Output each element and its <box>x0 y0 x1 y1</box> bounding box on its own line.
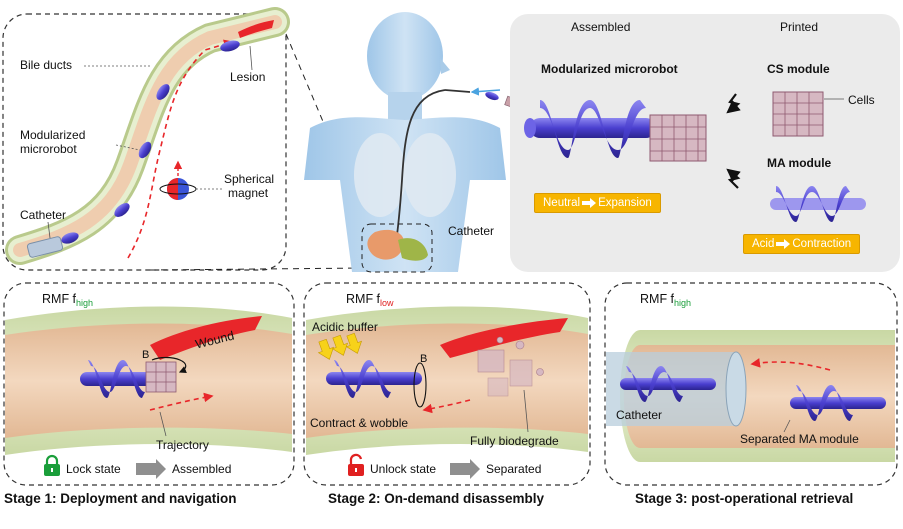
unlock-state-label: Unlock state <box>370 462 437 476</box>
lesion-label: Lesion <box>230 70 266 84</box>
stage2-title: Stage 2: On-demand disassembly <box>328 491 545 506</box>
arrow-right-icon <box>582 197 597 208</box>
human-figure <box>304 12 520 273</box>
neutral-expansion-badge: Neutral Expansion <box>534 193 661 213</box>
spherical-label-1: Spherical <box>224 172 275 186</box>
stage3-title: Stage 3: post-operational retrieval <box>635 491 854 506</box>
stage1-rmf-sub: high <box>76 298 94 308</box>
stage3-rmf-label: RMF fhigh <box>640 292 691 308</box>
stage1-rmf-label: RMF fhigh <box>42 292 93 308</box>
separated-ma-label: Separated MA module <box>740 432 859 446</box>
stage2-rmf-label: RMF flow <box>346 292 394 308</box>
stage1-panel <box>3 282 295 486</box>
stage3-rmf-text: RMF f <box>640 292 675 306</box>
catheter-label-topleft: Catheter <box>20 208 67 222</box>
stage1-title: Stage 1: Deployment and navigation <box>4 491 237 506</box>
stage2-b-label: B <box>420 353 428 365</box>
zoom-line-bottom <box>149 267 369 271</box>
modularized-microrobot-title: Modularized microrobot <box>541 62 678 76</box>
cells-label: Cells <box>848 93 875 107</box>
degrading-module <box>477 336 544 397</box>
lock-icon <box>44 454 60 476</box>
neutral-text: Neutral <box>543 197 581 209</box>
cs-module-drawing <box>772 91 844 137</box>
acid-contraction-badge: Acid Contraction <box>743 234 861 254</box>
acid-arrows <box>317 332 363 360</box>
cs-module-title: CS module <box>767 62 830 76</box>
stage2-robot <box>326 360 427 408</box>
stage2-gray-arrow <box>450 459 480 479</box>
contraction-text: Contraction <box>792 238 852 250</box>
stage2-panel <box>303 282 591 486</box>
ma-module-title: MA module <box>767 156 832 170</box>
stage3-panel <box>604 282 898 486</box>
stage1-robot <box>80 356 187 398</box>
stage1-assembled-label: Assembled <box>172 462 232 476</box>
top-left-panel <box>2 7 290 271</box>
stage3-robot-in-catheter <box>620 366 716 402</box>
trajectory-label: Trajectory <box>156 438 209 452</box>
catheter-label-center: Catheter <box>448 224 495 238</box>
unlock-icon <box>348 453 364 476</box>
modularized-robot-drawing <box>524 100 707 162</box>
expansion-text: Expansion <box>598 197 652 209</box>
lock-state-label: Lock state <box>66 462 121 476</box>
fully-biodegrade-label: Fully biodegrade <box>470 434 559 448</box>
stage2-separated-label: Separated <box>486 462 542 476</box>
modularized-label-2: microrobot <box>20 142 77 156</box>
stage2-rmf-text: RMF f <box>346 292 381 306</box>
stage3-rmf-sub: high <box>674 298 692 308</box>
spherical-label-2: magnet <box>228 186 269 200</box>
stage2-rmf-sub: low <box>380 298 394 308</box>
stage1-gray-arrow <box>136 459 166 479</box>
printed-header: Printed <box>780 20 819 34</box>
assembled-header: Assembled <box>571 20 631 34</box>
bile-ducts-label: Bile ducts <box>20 58 73 72</box>
zoom-line-top <box>285 33 369 229</box>
acid-text: Acid <box>752 238 775 250</box>
modularized-label-1: Modularized <box>20 128 86 142</box>
stage1-rmf-text: RMF f <box>42 292 77 306</box>
contract-wobble-label: Contract & wobble <box>310 416 409 430</box>
stage1-b-label: B <box>142 349 150 361</box>
acidic-buffer-label: Acidic buffer <box>312 320 378 334</box>
arrow-right-icon <box>776 238 791 249</box>
stage3-separated-ma <box>790 385 886 421</box>
stage3-catheter-label: Catheter <box>616 408 663 422</box>
ma-module-drawing <box>770 186 866 222</box>
